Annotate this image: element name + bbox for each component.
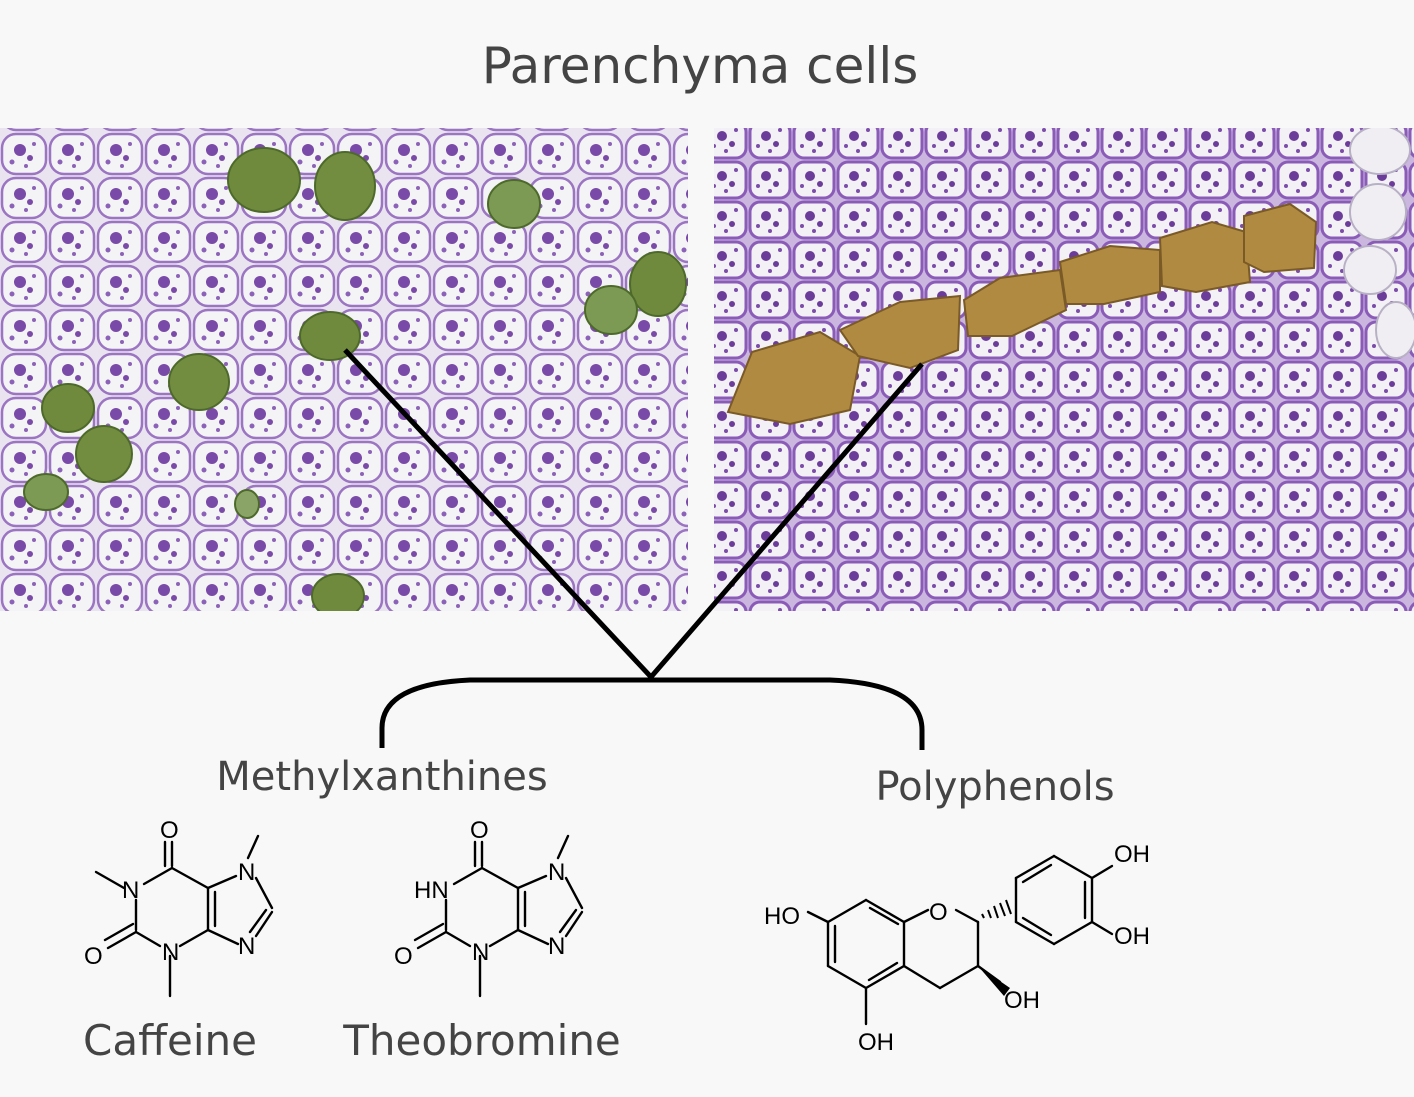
caffeine-atom-n9: N xyxy=(238,933,255,960)
catechin-structure: HO O OH OH OH OH xyxy=(764,841,1150,1056)
caffeine-atom-o-top: O xyxy=(160,817,179,844)
caffeine-structure: O N O N N N xyxy=(84,817,274,998)
micrograph-right xyxy=(714,128,1414,611)
theobromine-structure: O HN O N N N xyxy=(394,817,584,998)
theobromine-name: Theobromine xyxy=(342,1016,621,1065)
caffeine-atom-n7: N xyxy=(238,859,255,886)
grouping-brace xyxy=(379,677,925,750)
caffeine-atom-n1: N xyxy=(122,877,139,904)
theobromine-atom-o-left: O xyxy=(394,943,413,970)
figure-title: Parenchyma cells xyxy=(482,37,919,95)
caffeine-atom-o-left: O xyxy=(84,943,103,970)
caffeine-atom-n3: N xyxy=(162,939,179,966)
label-polyphenols: Polyphenols xyxy=(875,764,1114,810)
catechin-atom-oh-bottom: OH xyxy=(858,1029,894,1056)
theobromine-atom-n7: N xyxy=(548,859,565,886)
theobromine-atom-n9: N xyxy=(548,933,565,960)
caffeine-name: Caffeine xyxy=(83,1016,257,1065)
catechin-atom-o-ring: O xyxy=(929,899,948,926)
micrograph-left xyxy=(0,128,688,611)
theobromine-atom-hn: HN xyxy=(414,877,449,904)
epidermis-cells xyxy=(1343,128,1414,359)
connector-lines xyxy=(343,348,924,681)
label-methylxanthines: Methylxanthines xyxy=(216,754,547,800)
catechin-atom-oh-top: OH xyxy=(1114,841,1150,868)
brown-inclusions xyxy=(726,202,1318,426)
catechin-atom-oh-c3: OH xyxy=(1004,987,1040,1014)
catechin-atom-oh-mid: OH xyxy=(1114,923,1150,950)
catechin-atom-ho-left: HO xyxy=(764,903,800,930)
theobromine-atom-o-top: O xyxy=(470,817,489,844)
theobromine-atom-n3: N xyxy=(472,939,489,966)
green-inclusions xyxy=(23,147,687,611)
